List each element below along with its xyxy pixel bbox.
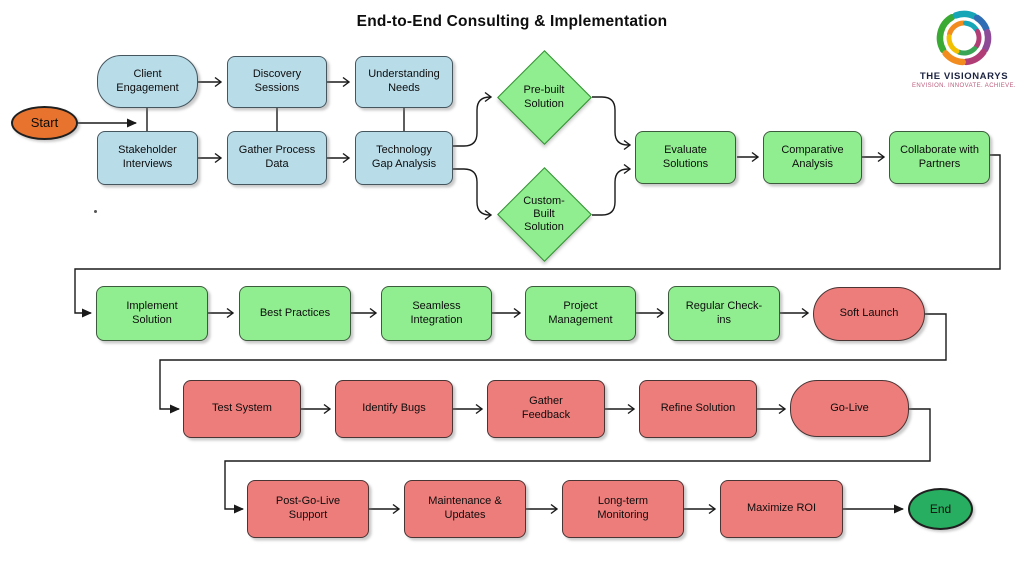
node-project-management: Project Management bbox=[525, 286, 636, 341]
node-collaborate-with-partners: Collaborate with Partners bbox=[889, 131, 990, 184]
node-evaluate-solutions: Evaluate Solutions bbox=[635, 131, 736, 184]
node-long-term-monitoring: Long-term Monitoring bbox=[562, 480, 684, 538]
node-client-engagement: Client Engagement bbox=[97, 55, 198, 108]
node-understanding-needs: Understanding Needs bbox=[355, 56, 453, 108]
swirl-icon bbox=[936, 10, 992, 66]
node-maintenance-updates: Maintenance & Updates bbox=[404, 480, 526, 538]
node-best-practices: Best Practices bbox=[239, 286, 351, 341]
node-label: Custom-Built Solution bbox=[523, 194, 565, 234]
node-end: End bbox=[908, 488, 973, 530]
stray-dot bbox=[94, 210, 97, 213]
logo-name: THE VISIONARYS bbox=[919, 71, 1009, 82]
connector-lines bbox=[74, 76, 1001, 515]
node-gather-feedback: Gather Feedback bbox=[487, 380, 605, 438]
node-soft-launch: Soft Launch bbox=[813, 287, 925, 341]
node-comparative-analysis: Comparative Analysis bbox=[763, 131, 862, 184]
node-gather-process-data: Gather Process Data bbox=[227, 131, 327, 185]
node-post-go-live-support: Post-Go-Live Support bbox=[247, 480, 369, 538]
node-start: Start bbox=[11, 106, 78, 140]
node-custom-built-solution: Custom-Built Solution bbox=[497, 167, 592, 262]
node-implement-solution: Implement Solution bbox=[96, 286, 208, 341]
node-stakeholder-interviews: Stakeholder Interviews bbox=[97, 131, 198, 185]
node-label: Pre-built Solution bbox=[523, 84, 565, 110]
node-test-system: Test System bbox=[183, 380, 301, 438]
node-regular-check-ins: Regular Check-ins bbox=[668, 286, 780, 341]
node-maximize-roi: Maximize ROI bbox=[720, 480, 843, 538]
node-refine-solution: Refine Solution bbox=[639, 380, 757, 438]
node-seamless-integration: Seamless Integration bbox=[381, 286, 492, 341]
logo: THE VISIONARYS ENVISION. INNOVATE. ACHIE… bbox=[905, 6, 1023, 89]
node-go-live: Go-Live bbox=[790, 380, 909, 437]
logo-tagline: ENVISION. INNOVATE. ACHIEVE. bbox=[912, 83, 1016, 89]
node-pre-built-solution: Pre-built Solution bbox=[497, 50, 592, 145]
node-identify-bugs: Identify Bugs bbox=[335, 380, 453, 438]
diagram-title: End-to-End Consulting & Implementation bbox=[356, 13, 668, 30]
node-discovery-sessions: Discovery Sessions bbox=[227, 56, 327, 108]
node-technology-gap-analysis: Technology Gap Analysis bbox=[355, 131, 453, 185]
